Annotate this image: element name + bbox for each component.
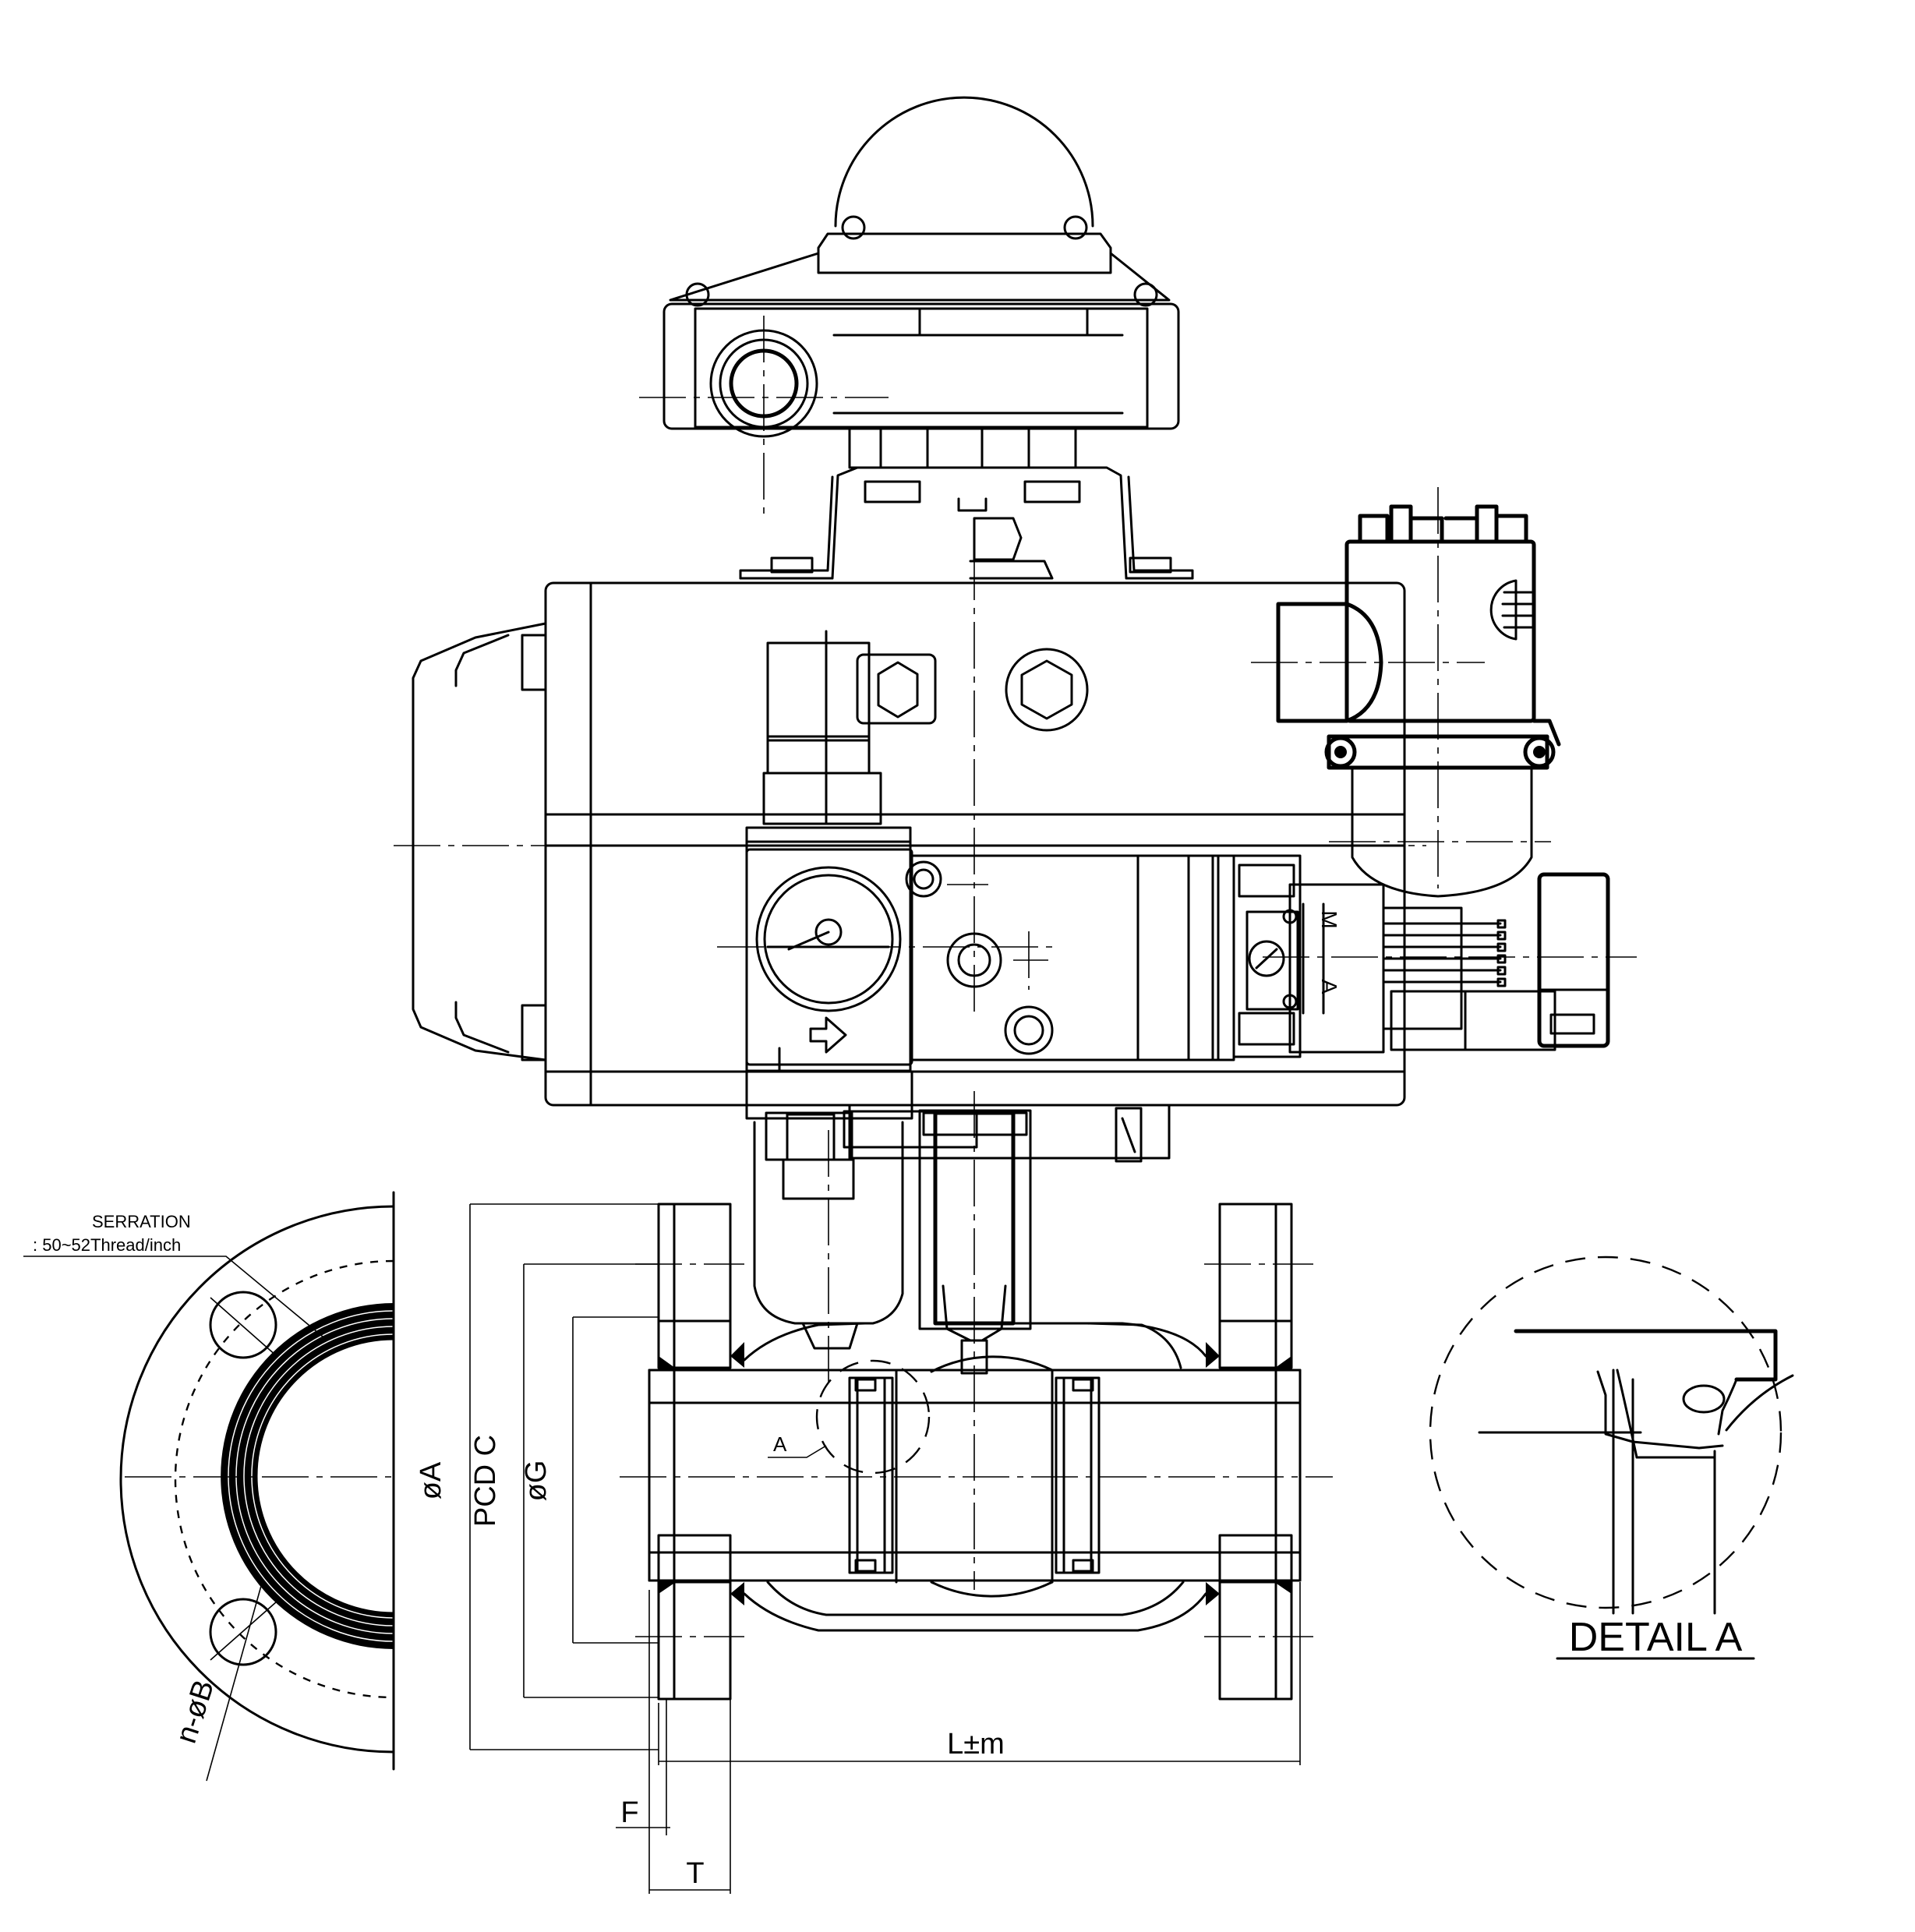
- dim-flange-t: T: [686, 1857, 704, 1890]
- dim-flange-f: F: [620, 1796, 638, 1829]
- actuator-body: [394, 553, 1426, 1107]
- junction-box: [1251, 487, 1561, 898]
- dimension-lines: øA PCD C øG L±m F T: [415, 1203, 1301, 1894]
- serration-spec: : 50~52Thread/inch: [33, 1235, 181, 1255]
- manual-mark: M: [1317, 910, 1341, 928]
- mounting-bracket: [739, 466, 1194, 580]
- auto-mark: A: [1317, 980, 1341, 994]
- limit-switch-box: [639, 96, 1180, 518]
- flange-face-view: SERRATION : 50~52Thread/inch n-øB: [23, 1191, 395, 1782]
- stem-adapter: [848, 1091, 1171, 1590]
- dim-dia-a: øA: [415, 1461, 447, 1499]
- solenoid-valve-manifold: [905, 854, 1235, 1061]
- ball-valve-body: A: [620, 1203, 1333, 1701]
- detail-ref-label: A: [773, 1432, 787, 1456]
- serration-title: SERRATION: [92, 1212, 191, 1231]
- hole-callout: n-øB: [170, 1676, 221, 1747]
- dim-length: L±m: [947, 1728, 1005, 1761]
- detail-a-view: DETAIL A: [1429, 1256, 1794, 1660]
- dim-pcd-c: PCD C: [469, 1435, 502, 1527]
- solenoid-coil: [762, 630, 882, 825]
- manual-override: M A: [1232, 854, 1637, 1058]
- detail-a-title: DETAIL A: [1569, 1615, 1743, 1660]
- dim-dia-g: øG: [520, 1460, 553, 1502]
- filter-regulator: [717, 826, 1060, 1383]
